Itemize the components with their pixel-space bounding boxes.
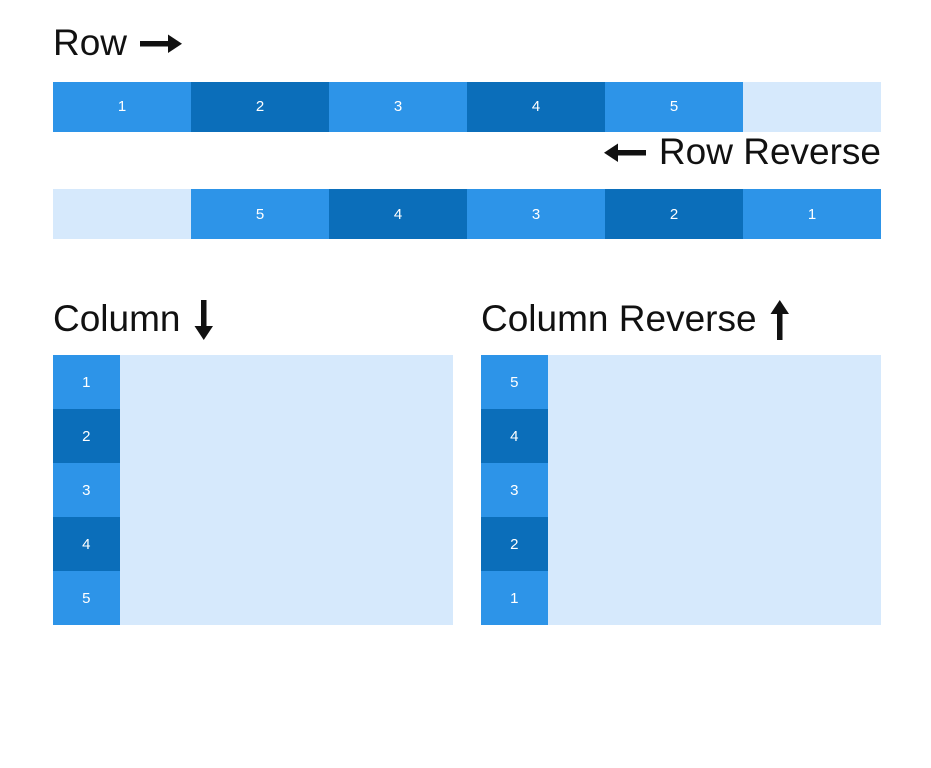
flex-item: 4 <box>481 409 548 464</box>
column-heading-label: Column <box>53 298 181 340</box>
flex-item: 3 <box>481 463 548 518</box>
row-reverse-heading-label: Row Reverse <box>658 130 881 172</box>
flex-item: 3 <box>53 463 120 518</box>
flex-item: 1 <box>743 189 881 240</box>
column-reverse-flex-container: 1 2 3 4 5 <box>481 355 881 626</box>
down-arrow-icon <box>194 299 213 340</box>
flex-item: 3 <box>467 189 605 240</box>
flex-item: 2 <box>605 189 743 240</box>
flex-item: 2 <box>53 409 120 464</box>
flex-item: 2 <box>481 517 548 572</box>
column-section: Column 1 2 3 4 5 <box>53 299 453 626</box>
flex-item: 4 <box>329 189 467 240</box>
flexbox-demo-page: Row 1 2 3 4 5 Row Reverse 1 2 3 4 <box>53 0 881 626</box>
row-flex-container: 1 2 3 4 5 <box>53 81 881 132</box>
up-arrow-icon <box>770 299 789 340</box>
flex-item: 5 <box>191 189 329 240</box>
flex-item: 5 <box>53 571 120 626</box>
column-heading: Column <box>53 299 453 340</box>
flex-item: 4 <box>53 517 120 572</box>
flex-item: 5 <box>605 81 743 132</box>
flex-item: 1 <box>481 571 548 626</box>
flex-item: 2 <box>191 81 329 132</box>
row-reverse-flex-container: 1 2 3 4 5 <box>53 189 881 240</box>
row-reverse-heading: Row Reverse <box>53 130 881 173</box>
flex-item: 5 <box>481 355 548 410</box>
right-arrow-icon <box>140 34 183 53</box>
row-section: Row 1 2 3 4 5 <box>53 22 881 132</box>
left-arrow-icon <box>603 143 646 162</box>
row-reverse-section: Row Reverse 1 2 3 4 5 <box>53 130 881 240</box>
row-heading-label: Row <box>53 22 128 63</box>
column-reverse-section: Column Reverse 1 2 3 4 5 <box>481 299 881 626</box>
flex-item: 1 <box>53 355 120 410</box>
column-flex-container: 1 2 3 4 5 <box>53 355 453 626</box>
flex-item: 3 <box>329 81 467 132</box>
column-reverse-heading-label: Column Reverse <box>481 298 757 340</box>
flex-item: 1 <box>53 81 191 132</box>
column-reverse-heading: Column Reverse <box>481 299 881 340</box>
row-heading: Row <box>53 22 881 64</box>
columns-row: Column 1 2 3 4 5 Column Reverse <box>53 299 881 626</box>
flex-item: 4 <box>467 81 605 132</box>
